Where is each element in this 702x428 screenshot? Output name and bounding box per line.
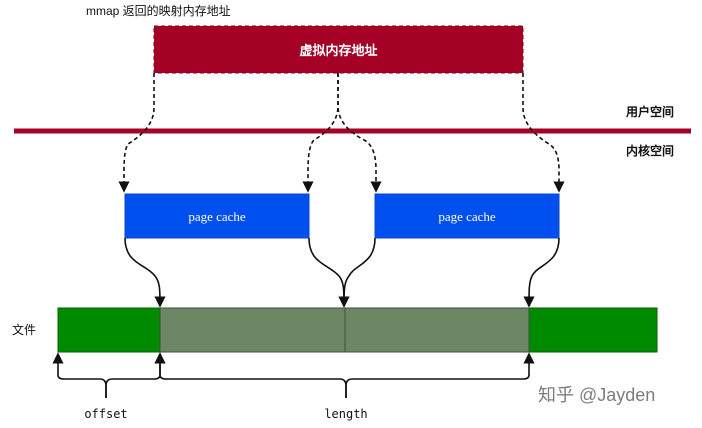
page-cache-left-label: page cache [188,209,246,224]
dashed-arrow-left-page-cache-end [302,73,339,193]
user-space-label: 用户空间 [625,104,674,119]
virtual-memory-label: 虚拟内存地址 [299,43,377,58]
top-note: mmap 返回的映射内存地址 [86,3,231,18]
kernel-space-label: 内核空间 [626,143,674,158]
solid-arrow-left-cache-start-to-file [124,237,166,308]
dashed-arrow-left-page-cache-start [118,73,155,193]
page-cache-right [374,193,560,239]
watermark: 知乎 @Jayden [538,385,655,405]
offset-label: offset [84,407,127,421]
file-label: 文件 [12,322,36,337]
offset-brace-left [52,352,107,398]
length-brace-left [154,352,347,398]
page-cache-left [124,193,310,239]
dashed-arrow-right-page-cache-end [522,73,565,193]
solid-arrow-left-cache-end-to-file [308,237,350,308]
length-brace-right [345,352,535,398]
offset-brace-right [105,352,166,398]
virtual-memory-block [153,25,524,74]
page-cache-right-label: page cache [438,209,496,224]
dashed-arrow-right-page-cache-start [337,73,382,193]
length-label: length [324,407,367,421]
solid-arrow-right-cache-end-to-file [523,237,560,308]
solid-arrow-right-cache-start-to-file [338,237,376,308]
